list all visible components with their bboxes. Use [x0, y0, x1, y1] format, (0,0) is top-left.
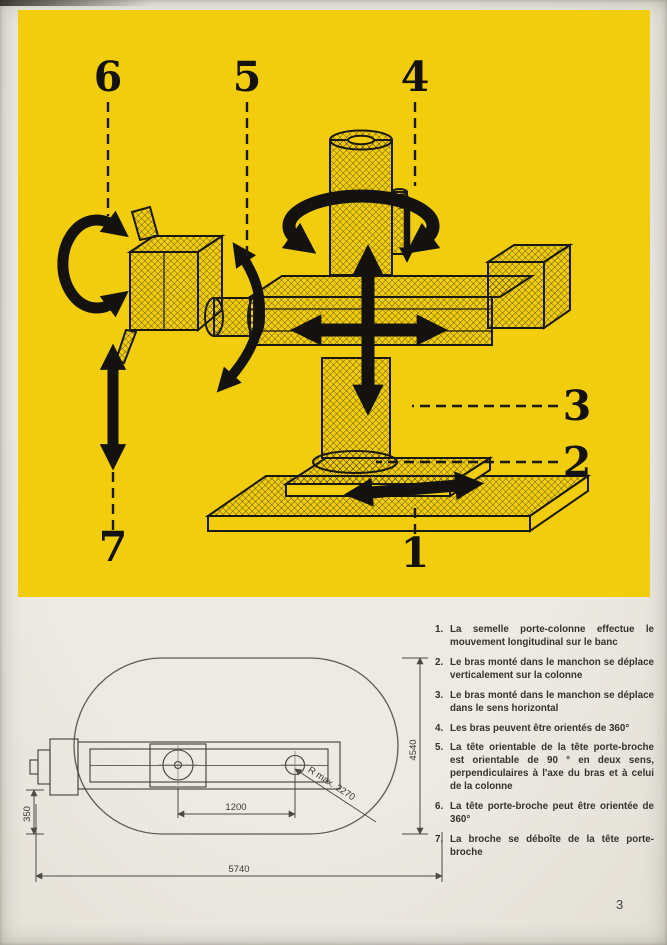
head-rotation-arrow — [57, 210, 129, 318]
legend-item-text: La tête porte-broche peut être orientée … — [450, 801, 654, 826]
spindle-head — [114, 205, 265, 365]
legend-item-1: 1. La semelle porte-colonne effectue le … — [435, 624, 654, 650]
legend-item-4: 4. Les bras peuvent être orientés de 360… — [435, 723, 654, 736]
legend-item-number: 1. — [435, 624, 444, 635]
scan-artifact — [0, 0, 150, 6]
legend-item-6: 6. La tête porte-broche peut être orient… — [435, 801, 654, 827]
dim-5740-label: 5740 — [228, 864, 249, 875]
arm-rotation-arrow — [281, 189, 441, 254]
legend-item-text: Les bras peuvent être orientés de 360° — [450, 722, 630, 734]
legend-item-number: 6. — [435, 801, 444, 813]
legend-item-number: 7. — [435, 833, 444, 845]
column — [312, 357, 398, 474]
legend-item-text: La tête orientable de la tête porte-broc… — [450, 742, 654, 793]
working-area-outline — [73, 657, 399, 835]
callout-numbers: 6 5 4 3 2 1 7 — [94, 53, 592, 577]
movement-arrows — [57, 189, 485, 507]
legend-item-7: 7. La broche se déboîte de la tête porte… — [435, 834, 654, 860]
callout-4: 4 — [401, 53, 430, 101]
dim-4540-label: 4540 — [408, 739, 419, 760]
radius-annotation: R max. 2270 — [294, 765, 377, 823]
legend-item-5: 5. La tête orientable de la tête porte-b… — [435, 742, 654, 794]
legend-item-text: La broche se déboîte de la tête porte-br… — [450, 833, 654, 858]
bench-rail — [77, 741, 341, 790]
head-tilt-arrow — [216, 242, 265, 393]
movement-diagram-panel: 6 5 4 3 2 1 7 — [18, 10, 650, 597]
callout-2: 2 — [563, 438, 592, 486]
column-carriage — [149, 743, 207, 788]
dim-1200: 1200 — [177, 775, 296, 818]
legend-item-2: 2. Le bras monté dans le manchon se dépl… — [435, 657, 654, 683]
head-boss — [130, 205, 160, 242]
legend-item-number: 2. — [435, 656, 444, 668]
plan-svg: R max. 2270 1200 5740 4540 — [22, 657, 443, 882]
floor-plan-drawing: R max. 2270 1200 5740 4540 — [18, 622, 450, 914]
spindle-tip — [114, 328, 138, 365]
callout-3: 3 — [563, 382, 592, 430]
callout-1: 1 — [401, 529, 430, 577]
legend-list: 1. La semelle porte-colonne effectue le … — [435, 624, 654, 867]
base-travel-arrow — [343, 471, 485, 507]
legend-item-number: 3. — [435, 689, 444, 701]
legend-item-text: Le bras monté dans le manchon se déplace… — [450, 656, 654, 681]
callout-6: 6 — [94, 53, 123, 101]
leader-lines — [106, 102, 558, 534]
legend-item-3: 3. Le bras monté dans le manchon se dépl… — [435, 690, 654, 716]
radius-label: R max. 2270 — [306, 765, 357, 804]
page-number: 3 — [616, 897, 624, 912]
radius-line — [294, 768, 377, 823]
legend-item-number: 5. — [435, 742, 444, 754]
legend-item-text: La semelle porte-colonne effectue le mou… — [450, 624, 654, 648]
callout-5: 5 — [233, 53, 262, 101]
callout-7: 7 — [99, 523, 128, 571]
dim-350-label: 350 — [22, 806, 33, 822]
dim-350: 350 — [22, 789, 44, 835]
legend-item-text: Le bras monté dans le manchon se déplace… — [450, 689, 654, 714]
dim-4540: 4540 — [402, 657, 428, 835]
movement-diagram: 6 5 4 3 2 1 7 — [57, 53, 592, 577]
bench-end-stub — [29, 759, 39, 775]
legend-item-number: 4. — [435, 722, 444, 734]
dim-5740: 5740 — [35, 804, 443, 882]
dim-1200-label: 1200 — [225, 802, 246, 813]
machine-plan-outline — [29, 738, 341, 796]
